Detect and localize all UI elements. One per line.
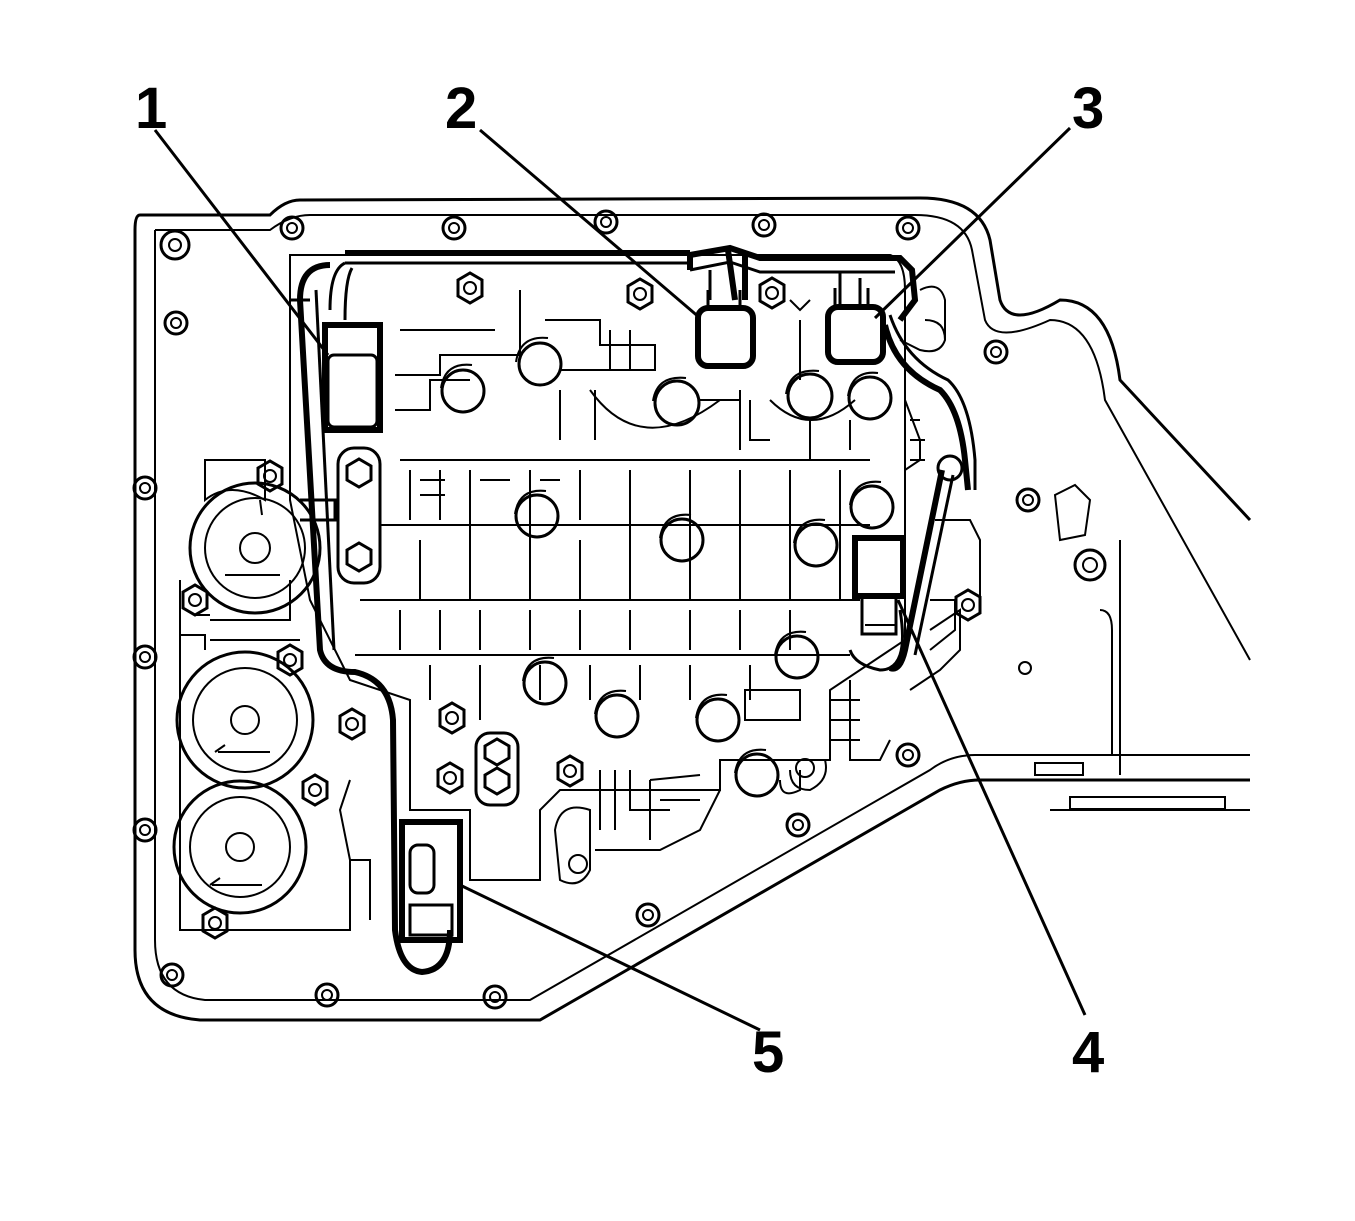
servo-piston-upper <box>188 481 322 615</box>
bolt <box>132 644 158 670</box>
bolt <box>314 982 340 1008</box>
valve-bore <box>695 693 741 743</box>
hex-bolt <box>626 277 654 311</box>
hex-bolt <box>256 459 284 493</box>
bolt <box>895 215 921 241</box>
valve-bore <box>652 376 701 427</box>
bolt <box>635 902 661 928</box>
bracket <box>474 731 520 807</box>
bolt <box>159 229 191 261</box>
wiring-harness <box>290 244 977 976</box>
valve-bore <box>514 489 560 539</box>
bolt <box>132 817 158 843</box>
valve-bore <box>659 513 705 563</box>
hex-bolt <box>181 583 209 617</box>
connector-3 <box>825 288 886 365</box>
bracket <box>336 446 382 585</box>
hex-bolt <box>438 701 466 735</box>
leader-line-4 <box>896 599 1087 1016</box>
hex-bolt <box>758 276 786 310</box>
bolt <box>785 812 811 838</box>
valve-bore <box>785 369 834 420</box>
hex-bolt <box>276 643 304 677</box>
connector-5 <box>399 819 463 943</box>
servo-piston-lower <box>172 779 308 915</box>
hex-bolt <box>301 773 329 807</box>
callout-leaders <box>153 126 1087 1032</box>
connector-1 <box>322 322 383 433</box>
bolt <box>132 475 158 501</box>
valve-bore <box>849 480 895 530</box>
hex-bolt <box>456 271 484 305</box>
hex-bolt <box>556 754 584 788</box>
perimeter-bolts <box>132 209 1107 1010</box>
leader-line-2 <box>479 128 701 320</box>
case-housing <box>133 196 1252 1022</box>
callout-2: 2 <box>445 76 477 141</box>
bolt <box>593 209 619 235</box>
connector-2 <box>695 290 756 369</box>
callout-4: 4 <box>1072 1020 1104 1085</box>
valve-body-bolts <box>181 271 982 940</box>
bolt <box>1015 487 1041 513</box>
connectors <box>322 288 906 943</box>
bolt <box>159 962 185 988</box>
valve-bore <box>440 363 486 414</box>
callout-5: 5 <box>752 1020 784 1085</box>
hex-bolt <box>338 707 366 741</box>
hex-bolt <box>954 588 982 622</box>
valve-body-plate <box>289 254 981 885</box>
bolt <box>279 215 305 241</box>
callout-labels: 1 2 3 4 5 <box>135 76 1104 1085</box>
servo-piston-middle <box>175 650 315 790</box>
valve-bore <box>774 630 820 680</box>
valve-bore <box>515 336 563 387</box>
valve-bores <box>440 336 895 798</box>
bolt <box>751 212 777 238</box>
accumulator-housings <box>172 459 371 931</box>
bolt <box>482 984 508 1010</box>
valve-bore <box>594 689 640 739</box>
leader-line-3 <box>873 126 1072 320</box>
valve-bore <box>734 748 780 798</box>
bolt <box>983 339 1009 365</box>
leader-line-1 <box>153 129 330 356</box>
bolt <box>163 310 189 336</box>
hex-bolt <box>201 906 229 940</box>
hex-bolt <box>436 761 464 795</box>
bolt <box>895 742 921 768</box>
valve-bore <box>793 518 839 568</box>
bolt <box>1073 548 1107 582</box>
connector-4 <box>852 535 906 636</box>
valve-bore <box>522 656 568 706</box>
leader-line-5 <box>459 883 761 1032</box>
callout-1: 1 <box>135 76 167 141</box>
callout-3: 3 <box>1072 76 1104 141</box>
bolt <box>441 215 467 241</box>
valve-bore <box>847 371 893 421</box>
